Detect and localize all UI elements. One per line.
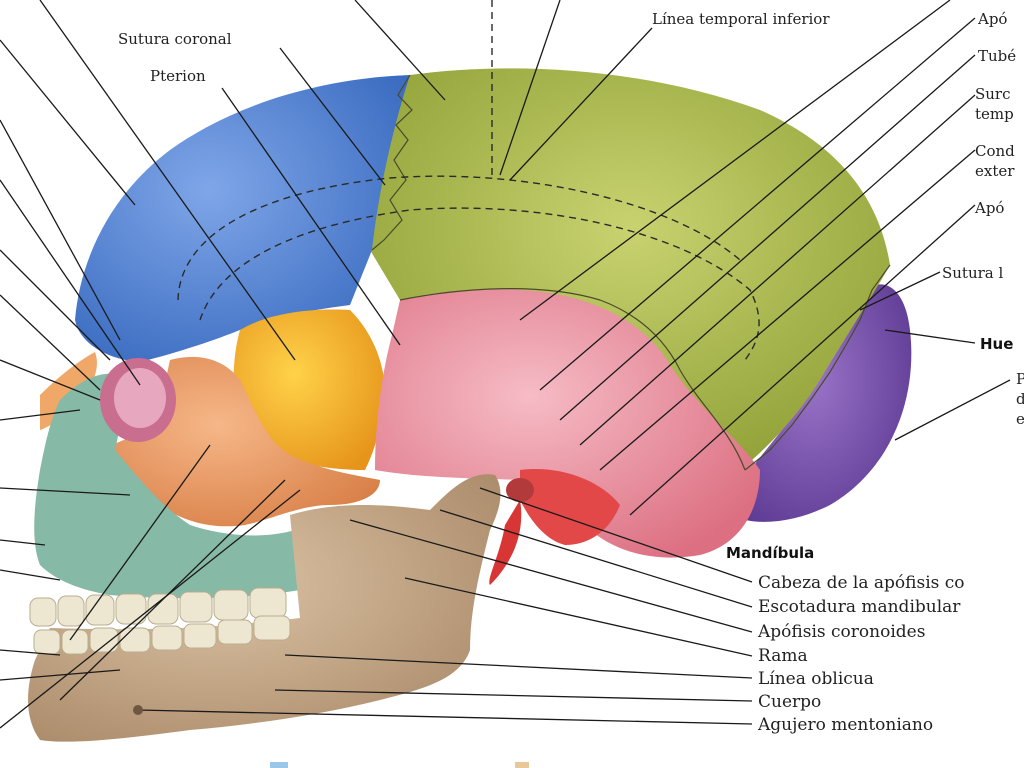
label-surco-2: temp (975, 105, 1014, 123)
bottom-mark-2 (515, 762, 529, 768)
frontal-bone (75, 75, 410, 362)
mandibula-item-cabeza: Cabeza de la apófisis co (758, 573, 965, 593)
mental-foramen (133, 705, 143, 715)
leader-lines-right (519, 0, 1011, 516)
temporal-line-inferior (199, 207, 760, 361)
leader-lines-top (221, 0, 653, 346)
temporal-line-superior (177, 175, 741, 301)
orbit-inner (114, 368, 166, 428)
leader-lines-mandible (137, 487, 753, 725)
label-sutura-lambdoidea: Sutura l (942, 264, 1004, 282)
label-right-frag-3: e (1016, 410, 1024, 428)
mandible-bone (28, 474, 501, 742)
styloid-process (489, 500, 522, 585)
external-acoustic-meatus (506, 478, 534, 502)
label-condilo-1: Cond (975, 142, 1015, 160)
sphenoid-bone (233, 309, 385, 470)
occipital-bone (745, 284, 912, 522)
mandibula-item-rama: Rama (758, 646, 808, 666)
label-apofisis-top: Apó (977, 10, 1007, 28)
leader-lines-left (0, 0, 301, 729)
mastoid-process (520, 469, 620, 545)
label-apofisis-mid: Apó (974, 199, 1004, 217)
nasal-bone (40, 352, 97, 430)
upper-teeth (29, 587, 287, 627)
lower-teeth (33, 615, 291, 655)
bottom-mark-1 (270, 762, 288, 768)
label-tuberculo: Tubé (978, 47, 1016, 65)
zygomatic-bone (110, 356, 380, 527)
label-pterion: Pterion (150, 67, 206, 85)
mandibula-item-agujero-mentoniano: Agujero mentoniano (757, 715, 933, 735)
label-right-frag-2: d (1016, 390, 1024, 408)
label-right-frag-1: P (1016, 370, 1024, 388)
parietal-bone (370, 68, 890, 470)
label-surco-1: Surc (975, 85, 1011, 103)
temporal-bone (375, 288, 760, 558)
mandibula-item-escotadura: Escotadura mandibular (758, 597, 961, 617)
mandibula-heading: Mandíbula (726, 544, 814, 562)
label-sutura-coronal: Sutura coronal (118, 30, 232, 48)
label-hueso: Hue (980, 335, 1013, 353)
mandibula-item-linea-oblicua: Línea oblicua (758, 669, 874, 689)
label-linea-temporal-inferior: Línea temporal inferior (652, 10, 830, 28)
squamous-suture (399, 288, 746, 471)
coronal-suture (371, 74, 413, 251)
mandibula-item-cuerpo: Cuerpo (758, 692, 821, 712)
label-condilo-2: exter (975, 162, 1015, 180)
mandibula-item-coronoides: Apófisis coronoides (757, 622, 925, 642)
lambdoid-suture (744, 264, 891, 471)
